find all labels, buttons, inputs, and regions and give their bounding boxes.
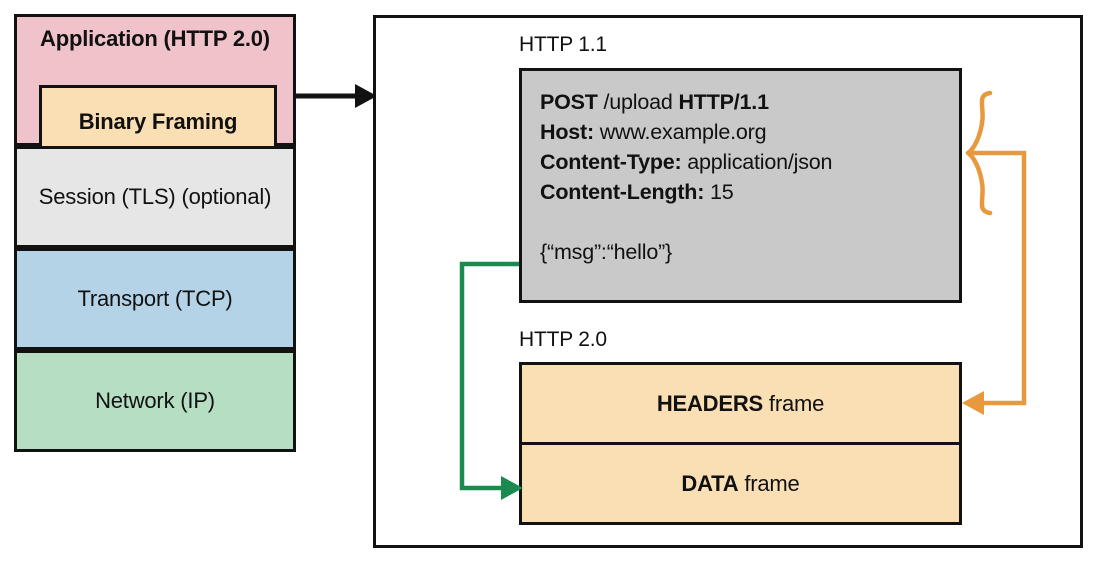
http20-caption: HTTP 2.0: [519, 328, 607, 351]
http11-body-text: {“msg”:“hello”}: [540, 240, 673, 264]
headers-frame-name: HEADERS: [656, 390, 764, 416]
data-frame-row: DATA frame: [522, 445, 959, 522]
http11-header-content-length: Content-Length: 15: [540, 177, 959, 207]
http11-header-content-type-value: application/json: [681, 150, 833, 174]
http11-header-host-name: Host:: [540, 120, 594, 144]
http11-header-content-length-name: Content-Length:: [540, 180, 705, 204]
http11-header-host-value: www.example.org: [593, 120, 767, 144]
data-frame-label: DATA frame: [681, 471, 799, 497]
protocol-stack: Application (HTTP 2.0) Binary Framing Se…: [14, 14, 296, 452]
stack-layer-network-label: Network (IP): [95, 388, 215, 413]
http11-version: HTTP/1.1: [678, 90, 769, 114]
binary-framing-label: Binary Framing: [78, 108, 238, 134]
stack-layer-application-label: Application (HTTP 2.0): [40, 26, 270, 51]
stack-to-panel-arrow-icon: [293, 84, 377, 108]
stack-layer-application: Application (HTTP 2.0) Binary Framing: [14, 14, 296, 149]
stack-layer-transport-label: Transport (TCP): [77, 286, 233, 311]
binary-framing-box: Binary Framing: [39, 85, 277, 149]
stack-layer-network: Network (IP): [14, 350, 296, 452]
http11-method: POST: [540, 90, 598, 114]
http20-frames-box: HEADERS frame DATA frame: [519, 362, 962, 525]
http11-request-line: POST /upload HTTP/1.1: [540, 87, 959, 117]
data-frame-suffix: frame: [738, 470, 800, 496]
http11-header-content-type-name: Content-Type:: [540, 150, 682, 174]
http11-header-content-length-value: 15: [704, 180, 734, 204]
http11-path: /upload: [597, 90, 679, 114]
http11-header-content-type: Content-Type: application/json: [540, 147, 959, 177]
stack-layer-transport: Transport (TCP): [14, 248, 296, 350]
http11-caption: HTTP 1.1: [519, 33, 607, 56]
http11-header-host: Host: www.example.org: [540, 117, 959, 147]
data-frame-name: DATA: [681, 470, 739, 496]
headers-frame-row: HEADERS frame: [522, 365, 959, 445]
http11-message-box: POST /upload HTTP/1.1 Host: www.example.…: [519, 68, 962, 303]
stack-layer-session: Session (TLS) (optional): [14, 146, 296, 248]
headers-frame-suffix: frame: [763, 390, 825, 416]
headers-frame-label: HEADERS frame: [656, 390, 825, 417]
stack-layer-session-label: Session (TLS) (optional): [38, 184, 272, 209]
